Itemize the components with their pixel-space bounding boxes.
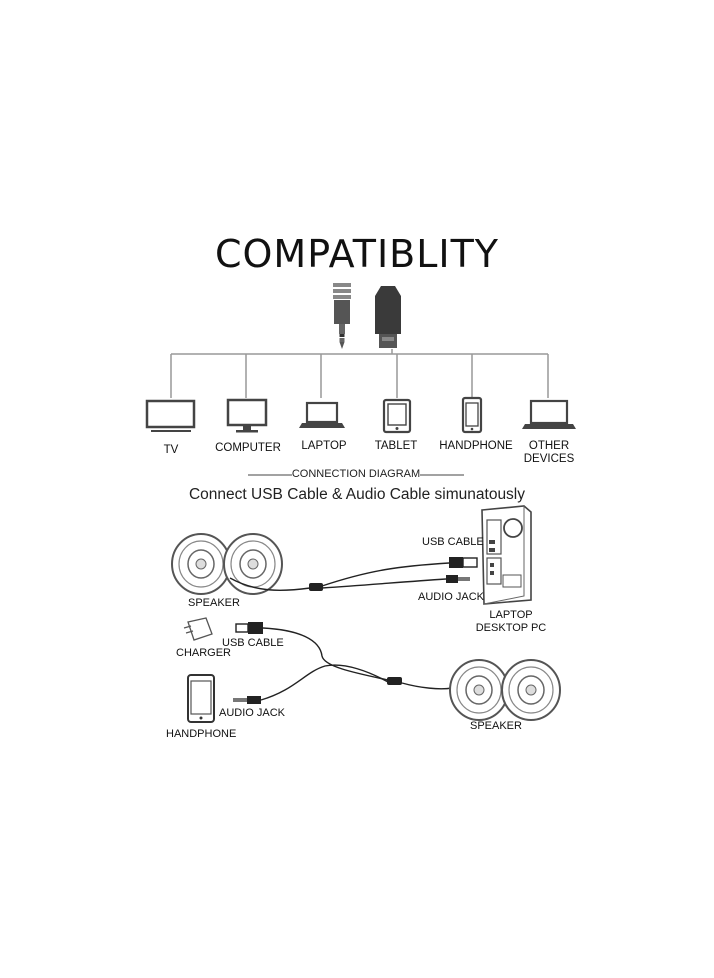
device-label-tv: TV bbox=[163, 444, 179, 456]
diagram-title: COMPATIBLITY bbox=[214, 232, 500, 276]
tree-connector bbox=[170, 349, 549, 398]
charger-icon bbox=[183, 617, 213, 641]
phone-icon bbox=[461, 396, 483, 434]
tv-icon bbox=[145, 399, 196, 432]
device-label-laptop: LAPTOP bbox=[301, 440, 347, 452]
tablet-icon bbox=[382, 398, 412, 434]
label-handphone: HANDPHONE bbox=[166, 728, 237, 740]
bottom-cables bbox=[260, 627, 453, 701]
top-cables bbox=[229, 562, 450, 591]
device-label-handphone: HANDPHONE bbox=[439, 440, 513, 452]
label-audio-jack-bottom: AUDIO JACK bbox=[219, 707, 286, 719]
audio-connector-bottom bbox=[233, 696, 261, 704]
laptop-icon bbox=[299, 401, 345, 428]
speaker-top-right bbox=[223, 533, 283, 595]
label-usb-cable-top: USB CABLE bbox=[422, 536, 484, 548]
connection-subtitle: Connect USB Cable & Audio Cable simunato… bbox=[188, 486, 526, 503]
audio-connector-top bbox=[446, 575, 470, 583]
speaker-bottom-left bbox=[449, 659, 509, 721]
inline-control-top bbox=[309, 583, 323, 591]
speaker-top-left bbox=[171, 533, 231, 595]
audio-plug-icon bbox=[333, 283, 351, 349]
usb-connector-bottom bbox=[235, 622, 263, 634]
device-label-computer: COMPUTER bbox=[215, 442, 281, 454]
connection-heading: CONNECTION DIAGRAM bbox=[291, 468, 421, 480]
label-usb-cable-bottom: USB CABLE bbox=[222, 637, 284, 649]
other-laptop-icon bbox=[522, 399, 576, 429]
device-label-tablet: TABLET bbox=[374, 440, 418, 452]
label-charger: CHARGER bbox=[176, 647, 232, 659]
speaker-bottom-right bbox=[501, 659, 561, 721]
label-speaker-top: SPEAKER bbox=[188, 597, 240, 609]
label-laptop-desktop: LAPTOP DESKTOP PC bbox=[475, 609, 547, 634]
monitor-icon bbox=[226, 398, 268, 433]
device-label-other: OTHER DEVICES bbox=[523, 440, 575, 465]
label-audio-jack-top: AUDIO JACK bbox=[418, 591, 485, 603]
inline-control-bottom bbox=[387, 677, 402, 685]
usb-plug-icon bbox=[375, 286, 401, 348]
desktop-pc-icon bbox=[481, 505, 532, 605]
handphone-icon bbox=[187, 674, 215, 723]
usb-connector-top bbox=[449, 557, 478, 568]
label-speaker-bottom: SPEAKER bbox=[470, 720, 522, 732]
